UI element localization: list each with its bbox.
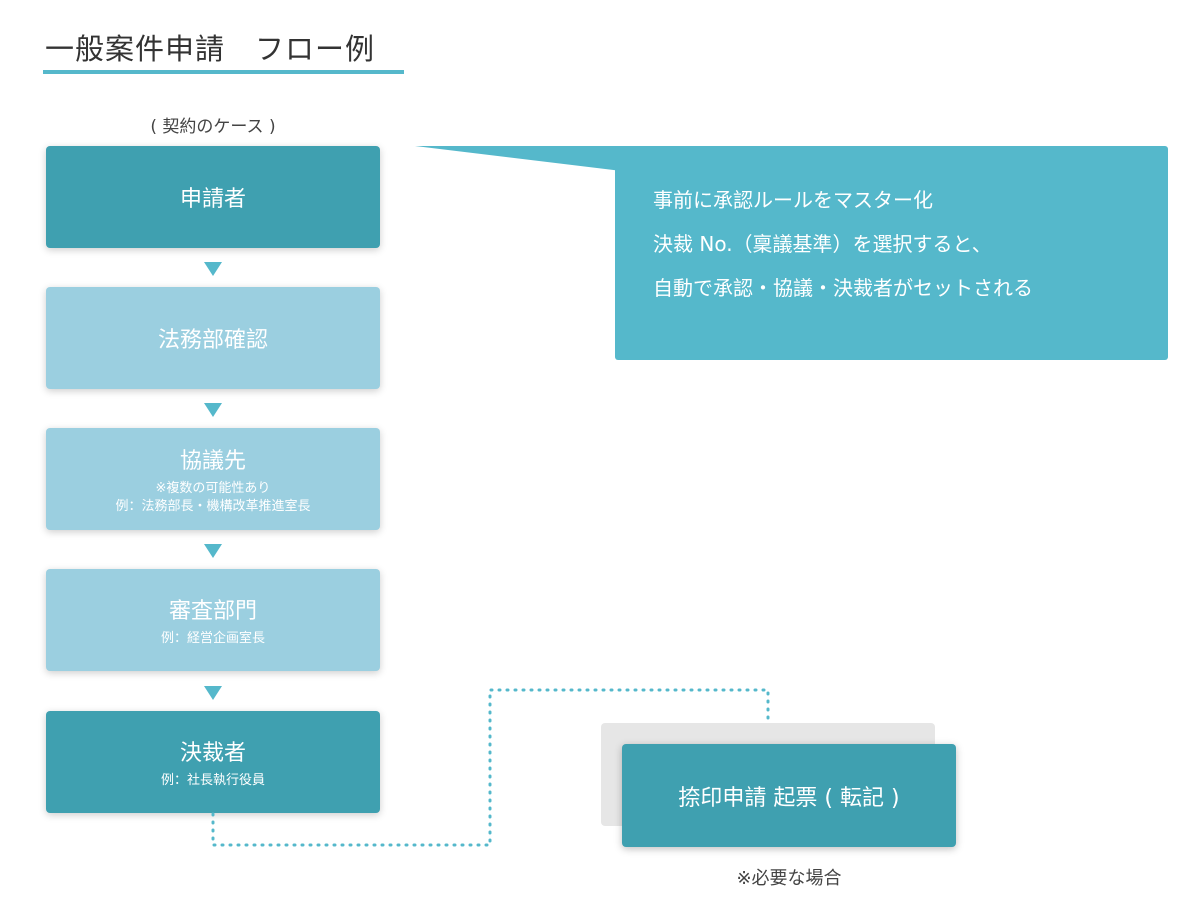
stamp-note: ※必要な場合	[736, 868, 842, 889]
callout-line: 自動で承認・協議・決裁者がセットされる	[653, 276, 1033, 300]
step-label: 協議先	[179, 448, 246, 474]
page-title: 一般案件申請 フロー例	[45, 32, 376, 66]
step-note: 例：社長執行役員	[160, 772, 265, 788]
down-arrow-icon	[204, 262, 222, 276]
step-note: 例：法務部長・機構改革推進室長	[115, 498, 311, 514]
step-approver: 決裁者例：社長執行役員	[46, 711, 380, 813]
step-note: ※複数の可能性あり	[155, 480, 271, 496]
step-label: 申請者	[179, 187, 246, 212]
stamp-application-box: 捺印申請 起票 ( 転記 )	[622, 744, 956, 847]
dotted-connector	[211, 688, 770, 847]
case-label: ( 契約のケース )	[150, 117, 276, 137]
down-arrow-icon	[204, 403, 222, 417]
step-note: 例：経営企画室長	[160, 630, 265, 646]
callout-box: 事前に承認ルールをマスター化 決裁 No.（稟議基準）を選択すると、 自動で承認…	[615, 146, 1168, 360]
down-arrow-icon	[204, 686, 222, 700]
callout-line: 決裁 No.（稟議基準）を選択すると、	[653, 232, 992, 256]
stamp-label: 捺印申請 起票 ( 転記 )	[678, 785, 900, 811]
down-arrow-icon	[204, 544, 222, 558]
step-applicant: 申請者	[46, 146, 380, 248]
step-label: 決裁者	[179, 740, 246, 766]
step-label: 法務部確認	[157, 328, 268, 353]
title-underline	[43, 70, 404, 74]
step-review-dept: 審査部門例：経営企画室長	[46, 569, 380, 671]
step-label: 審査部門	[168, 598, 257, 624]
step-consultation: 協議先 ※複数の可能性あり例：法務部長・機構改革推進室長	[46, 428, 380, 530]
callout-pointer	[415, 146, 630, 172]
step-legal-check: 法務部確認	[46, 287, 380, 389]
callout-line: 事前に承認ルールをマスター化	[653, 188, 933, 212]
